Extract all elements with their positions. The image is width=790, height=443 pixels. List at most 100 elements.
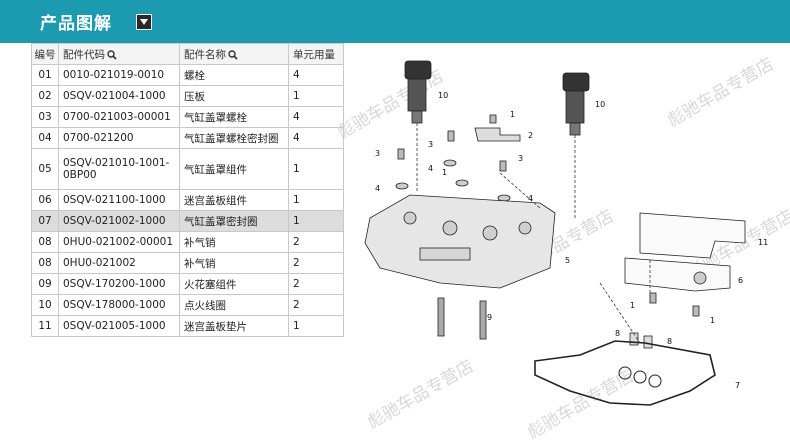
row-number: 01 bbox=[31, 64, 59, 86]
callout-labels: 10 10 1 2 3 3 4 3 4 1 4 11 5 6 1 1 8 8 9… bbox=[375, 91, 768, 390]
part-code: 0SQV-178000-1000 bbox=[58, 294, 180, 316]
part-name: 补气销 bbox=[179, 252, 289, 274]
part-code: 0SQV-021004-1000 bbox=[58, 85, 180, 107]
callout-label: 1 bbox=[710, 316, 715, 325]
callout-label: 8 bbox=[667, 337, 672, 346]
part-name: 气缸盖罩密封圈 bbox=[179, 210, 289, 232]
row-number: 08 bbox=[31, 252, 59, 274]
part-name: 压板 bbox=[179, 85, 289, 107]
callout-label: 1 bbox=[630, 301, 635, 310]
callout-label: 8 bbox=[615, 329, 620, 338]
guide-lines bbox=[416, 123, 651, 344]
search-icon[interactable] bbox=[107, 49, 117, 60]
callout-label: 4 bbox=[528, 194, 533, 203]
row-number: 11 bbox=[31, 315, 59, 337]
row-number: 06 bbox=[31, 189, 59, 211]
col-header-name[interactable]: 配件名称 bbox=[179, 43, 289, 65]
part-qty: 1 bbox=[288, 210, 344, 232]
labyrinth-cover-gasket bbox=[639, 212, 746, 259]
part-qty: 4 bbox=[288, 127, 344, 149]
part-name: 迷宫盖板组件 bbox=[179, 189, 289, 211]
part-qty: 2 bbox=[288, 273, 344, 295]
part-name: 螺栓 bbox=[179, 64, 289, 86]
seal-rings bbox=[395, 159, 511, 202]
part-code: 0SQV-021100-1000 bbox=[58, 189, 180, 211]
search-icon[interactable] bbox=[228, 49, 238, 60]
callout-label: 2 bbox=[528, 131, 533, 140]
row-number: 05 bbox=[31, 148, 59, 190]
part-name: 火花塞组件 bbox=[179, 273, 289, 295]
row-number: 08 bbox=[31, 231, 59, 253]
callout-label: 5 bbox=[565, 256, 570, 265]
ignition-coil-right bbox=[562, 72, 590, 136]
row-number: 02 bbox=[31, 85, 59, 107]
part-qty: 2 bbox=[288, 252, 344, 274]
part-qty: 4 bbox=[288, 64, 344, 86]
callout-label: 1 bbox=[510, 110, 515, 119]
callout-label: 6 bbox=[738, 276, 743, 285]
ignition-coil-left bbox=[404, 60, 432, 124]
callout-label: 4 bbox=[428, 164, 433, 173]
row-number: 09 bbox=[31, 273, 59, 295]
col-header-code[interactable]: 配件代码 bbox=[58, 43, 180, 65]
spark-plugs bbox=[437, 297, 487, 340]
part-qty: 2 bbox=[288, 294, 344, 316]
callout-label: 4 bbox=[375, 184, 380, 193]
callout-label: 10 bbox=[595, 100, 605, 109]
part-qty: 1 bbox=[288, 148, 344, 190]
part-code: 0SQV-021010-1001-0BP00 bbox=[58, 148, 180, 190]
part-code: 0SQV-170200-1000 bbox=[58, 273, 180, 295]
callout-label: 10 bbox=[438, 91, 448, 100]
part-code: 0HU0-021002 bbox=[58, 252, 180, 274]
breather-pin bbox=[643, 335, 653, 349]
part-code: 0700-021003-00001 bbox=[58, 106, 180, 128]
table-header-row: 编号 配件代码 配件名称 单元用量 bbox=[31, 43, 344, 65]
part-code: 0010-021019-0010 bbox=[58, 64, 180, 86]
part-name: 气缸盖罩组件 bbox=[179, 148, 289, 190]
part-name: 补气销 bbox=[179, 231, 289, 253]
col-header-number: 编号 bbox=[31, 43, 59, 65]
row-number: 04 bbox=[31, 127, 59, 149]
row-number: 07 bbox=[31, 210, 59, 232]
labyrinth-cover-plate bbox=[624, 257, 731, 292]
part-code: 0HU0-021002-00001 bbox=[58, 231, 180, 253]
row-number: 03 bbox=[31, 106, 59, 128]
collapse-toggle-button[interactable] bbox=[136, 14, 152, 30]
part-qty: 1 bbox=[288, 189, 344, 211]
part-qty: 2 bbox=[288, 231, 344, 253]
part-code: 0SQV-021002-1000 bbox=[58, 210, 180, 232]
part-name: 迷宫盖板垫片 bbox=[179, 315, 289, 337]
callout-label: 3 bbox=[518, 154, 523, 163]
page-title: 产品图解 bbox=[40, 14, 112, 34]
callout-label: 3 bbox=[428, 140, 433, 149]
callout-label: 1 bbox=[442, 168, 447, 177]
bracket-plate bbox=[474, 127, 521, 142]
col-header-code-label: 配件代码 bbox=[63, 48, 105, 61]
part-qty: 1 bbox=[288, 315, 344, 337]
part-code: 0SQV-021005-1000 bbox=[58, 315, 180, 337]
part-qty: 1 bbox=[288, 85, 344, 107]
part-name: 气缸盖罩螺栓 bbox=[179, 106, 289, 128]
col-header-name-label: 配件名称 bbox=[184, 48, 226, 61]
part-qty: 4 bbox=[288, 106, 344, 128]
callout-label: 9 bbox=[487, 313, 492, 322]
part-code: 0700-021200 bbox=[58, 127, 180, 149]
cylinder-head-cover-gasket bbox=[534, 340, 716, 406]
callout-label: 11 bbox=[758, 238, 768, 247]
cylinder-head-cover bbox=[364, 194, 556, 289]
callout-label: 7 bbox=[735, 381, 740, 390]
part-name: 点火线圈 bbox=[179, 294, 289, 316]
